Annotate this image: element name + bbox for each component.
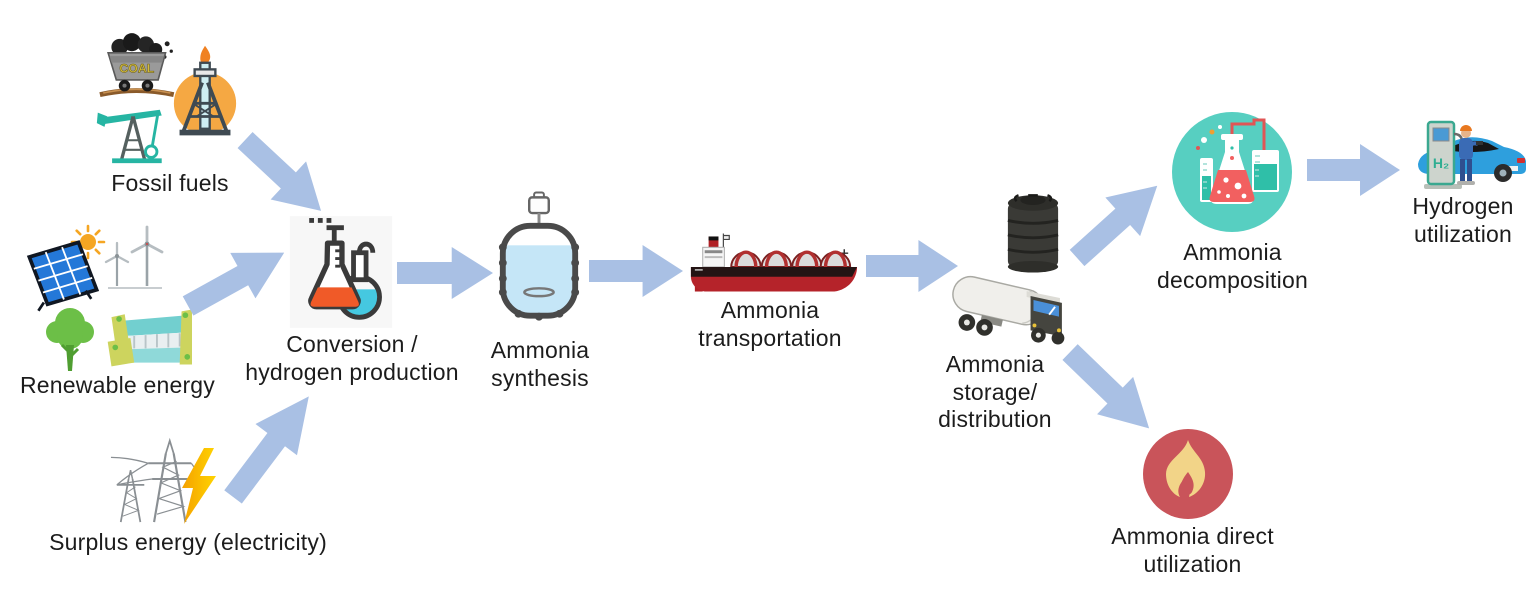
h2-car-refueling-icon: H₂ <box>1418 120 1526 189</box>
hydrogen-utilization-label: Hydrogen utilization <box>1412 193 1514 247</box>
ammonia-transportation-label: Ammonia transportation <box>698 297 842 351</box>
hydro-dam-icon <box>107 309 192 367</box>
decomposition-flask-icon <box>1172 112 1292 232</box>
storage-tank-icon <box>1007 194 1059 273</box>
ammonia-synthesis-label: Ammonia synthesis <box>490 337 590 391</box>
arrow-storage-to-direct-utilization <box>1062 344 1150 429</box>
oil-pump-icon <box>96 109 162 164</box>
surplus-energy-label: Surplus energy (electricity) <box>49 529 327 555</box>
conversion-label: Conversion / hydrogen production <box>245 331 459 385</box>
arrow-fossil-to-conversion <box>237 131 322 211</box>
solar-panel-icon <box>26 240 100 312</box>
arrow-renewable-to-conversion <box>182 252 285 316</box>
arrow-conversion-to-synthesis <box>397 247 493 299</box>
h2-pump-text: H₂ <box>1433 155 1449 171</box>
fossil-fuels-label: Fossil fuels <box>111 170 229 196</box>
flame-icon <box>1143 429 1233 519</box>
reactor-icon <box>498 191 580 321</box>
tanker-truck-icon <box>952 275 1065 345</box>
wind-turbine-icon <box>104 225 164 289</box>
arrow-storage-to-decomposition <box>1069 185 1158 267</box>
coal-cart-text: COAL <box>119 62 154 76</box>
tanker-ship-icon <box>690 233 858 292</box>
lightning-icon <box>182 448 216 524</box>
arrow-transportation-to-storage <box>866 240 958 292</box>
ammonia-direct-utilization-label: Ammonia direct utilization <box>1111 523 1274 577</box>
ammonia-decomposition-label: Ammonia decomposition <box>1157 239 1308 293</box>
chemistry-flasks-icon <box>289 216 393 328</box>
power-lines-icon <box>110 437 202 523</box>
renewable-energy-label: Renewable energy <box>20 372 215 398</box>
coal-cart-icon: COAL <box>99 33 175 98</box>
ammonia-storage-label: Ammonia storage/ distribution <box>938 351 1052 433</box>
arrow-synthesis-to-transportation <box>589 245 683 297</box>
arrow-surplus-to-conversion <box>224 396 309 504</box>
tree-icon <box>46 308 94 371</box>
gas-rig-icon <box>173 45 237 136</box>
arrow-decomposition-to-hydrogen <box>1307 144 1400 196</box>
